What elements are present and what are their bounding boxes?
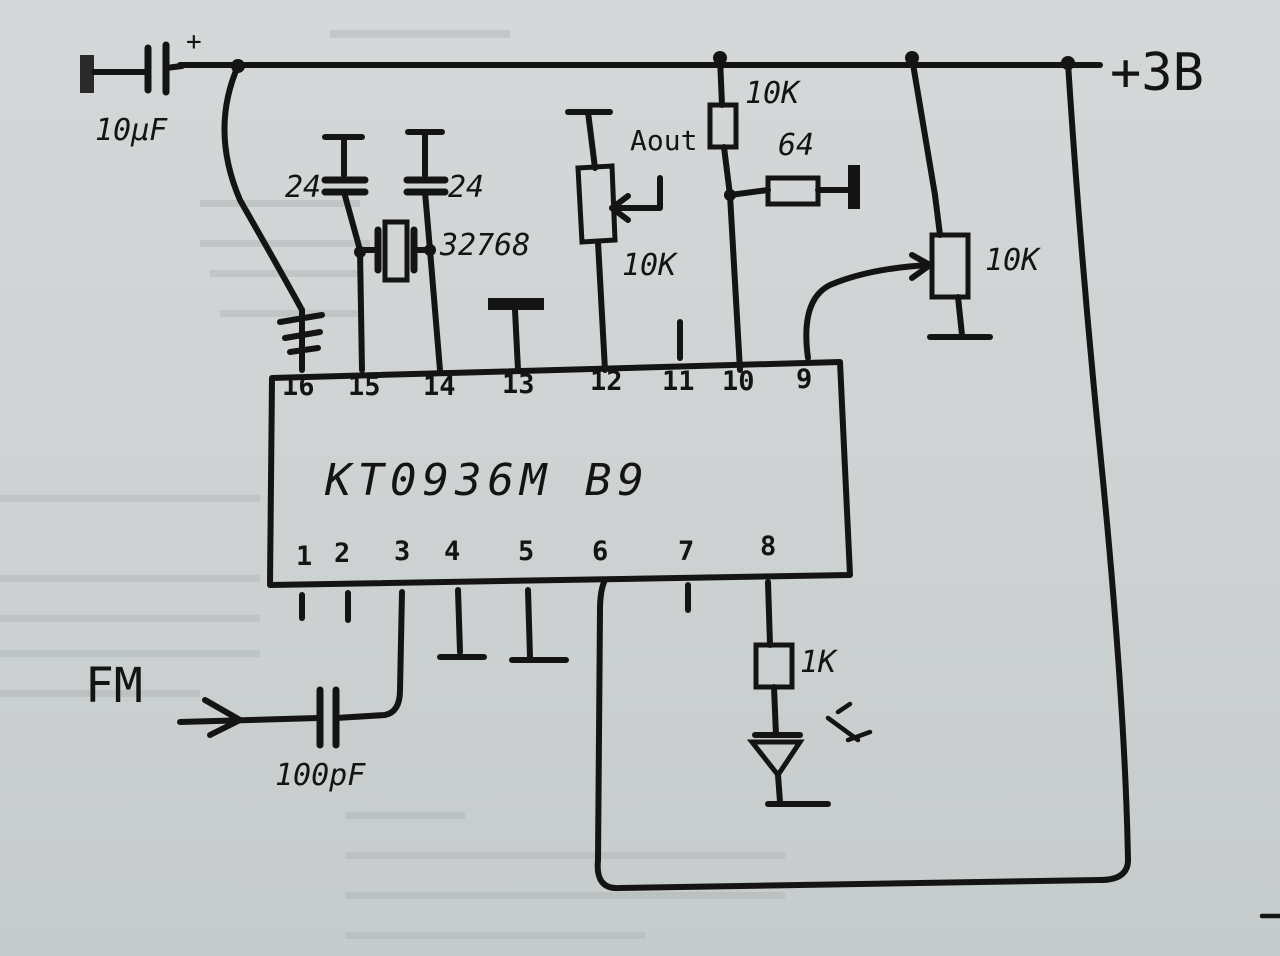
ic-name: KT0936M B9	[324, 455, 650, 506]
pin-label-11: 11	[662, 366, 695, 397]
cap-10uf-label: 10μF	[95, 113, 168, 148]
cap-24-right-label: 24	[448, 170, 484, 205]
potentiometer-10k	[565, 109, 663, 373]
pin-label-6: 6	[592, 536, 608, 567]
pin-label-4: 4	[444, 536, 460, 567]
supply-label: +3B	[1110, 43, 1204, 103]
pin16-supply-wire	[221, 63, 305, 313]
svg-text:+: +	[186, 27, 202, 57]
crystal-oscillator	[321, 129, 449, 373]
pin-label-2: 2	[334, 538, 350, 569]
ic-body	[267, 359, 853, 588]
resistor-1k-label: 1K	[800, 645, 838, 680]
pot-aout-label: Aout	[630, 124, 697, 157]
resistor-network-pin10	[707, 55, 860, 373]
pin16-decoupling-icon	[277, 312, 325, 355]
bottom-pin-stubs	[299, 582, 691, 623]
pin-label-14: 14	[423, 371, 456, 402]
led-indicator	[746, 579, 873, 807]
supply-return-wire	[594, 60, 1131, 892]
resistor-64-label: 64	[778, 128, 814, 163]
pin-label-7: 7	[678, 536, 694, 567]
pin-label-15: 15	[348, 371, 381, 402]
fm-input	[177, 589, 405, 749]
supply-rail	[177, 51, 1103, 73]
pin-label-12: 12	[590, 366, 623, 397]
pin-label-9: 9	[796, 364, 812, 395]
pot-10k-label: 10K	[622, 248, 678, 283]
pin13-ground-icon	[488, 298, 544, 310]
pin-label-10: 10	[722, 366, 755, 397]
pin-label-8: 8	[760, 531, 776, 562]
ground-icon	[848, 165, 860, 209]
pin-label-1: 1	[296, 541, 312, 572]
resistor-10k-right-label: 10K	[985, 243, 1041, 278]
pin-label-5: 5	[518, 536, 534, 567]
cap-100pf-label: 100pF	[275, 758, 366, 793]
pin-label-13: 13	[502, 369, 535, 400]
capacitor-10uf: +	[80, 27, 202, 96]
pin-label-16: 16	[282, 371, 315, 402]
resistor-10k-top-label: 10K	[745, 76, 801, 111]
crystal-label: 32768	[439, 228, 530, 263]
ground-icon	[80, 55, 94, 93]
trimmer-10k	[803, 55, 993, 361]
pin-label-3: 3	[394, 536, 410, 567]
pins-4-5-ground	[437, 587, 569, 663]
cap-24-left-label: 24	[285, 170, 321, 205]
fm-label: FM	[85, 658, 143, 714]
